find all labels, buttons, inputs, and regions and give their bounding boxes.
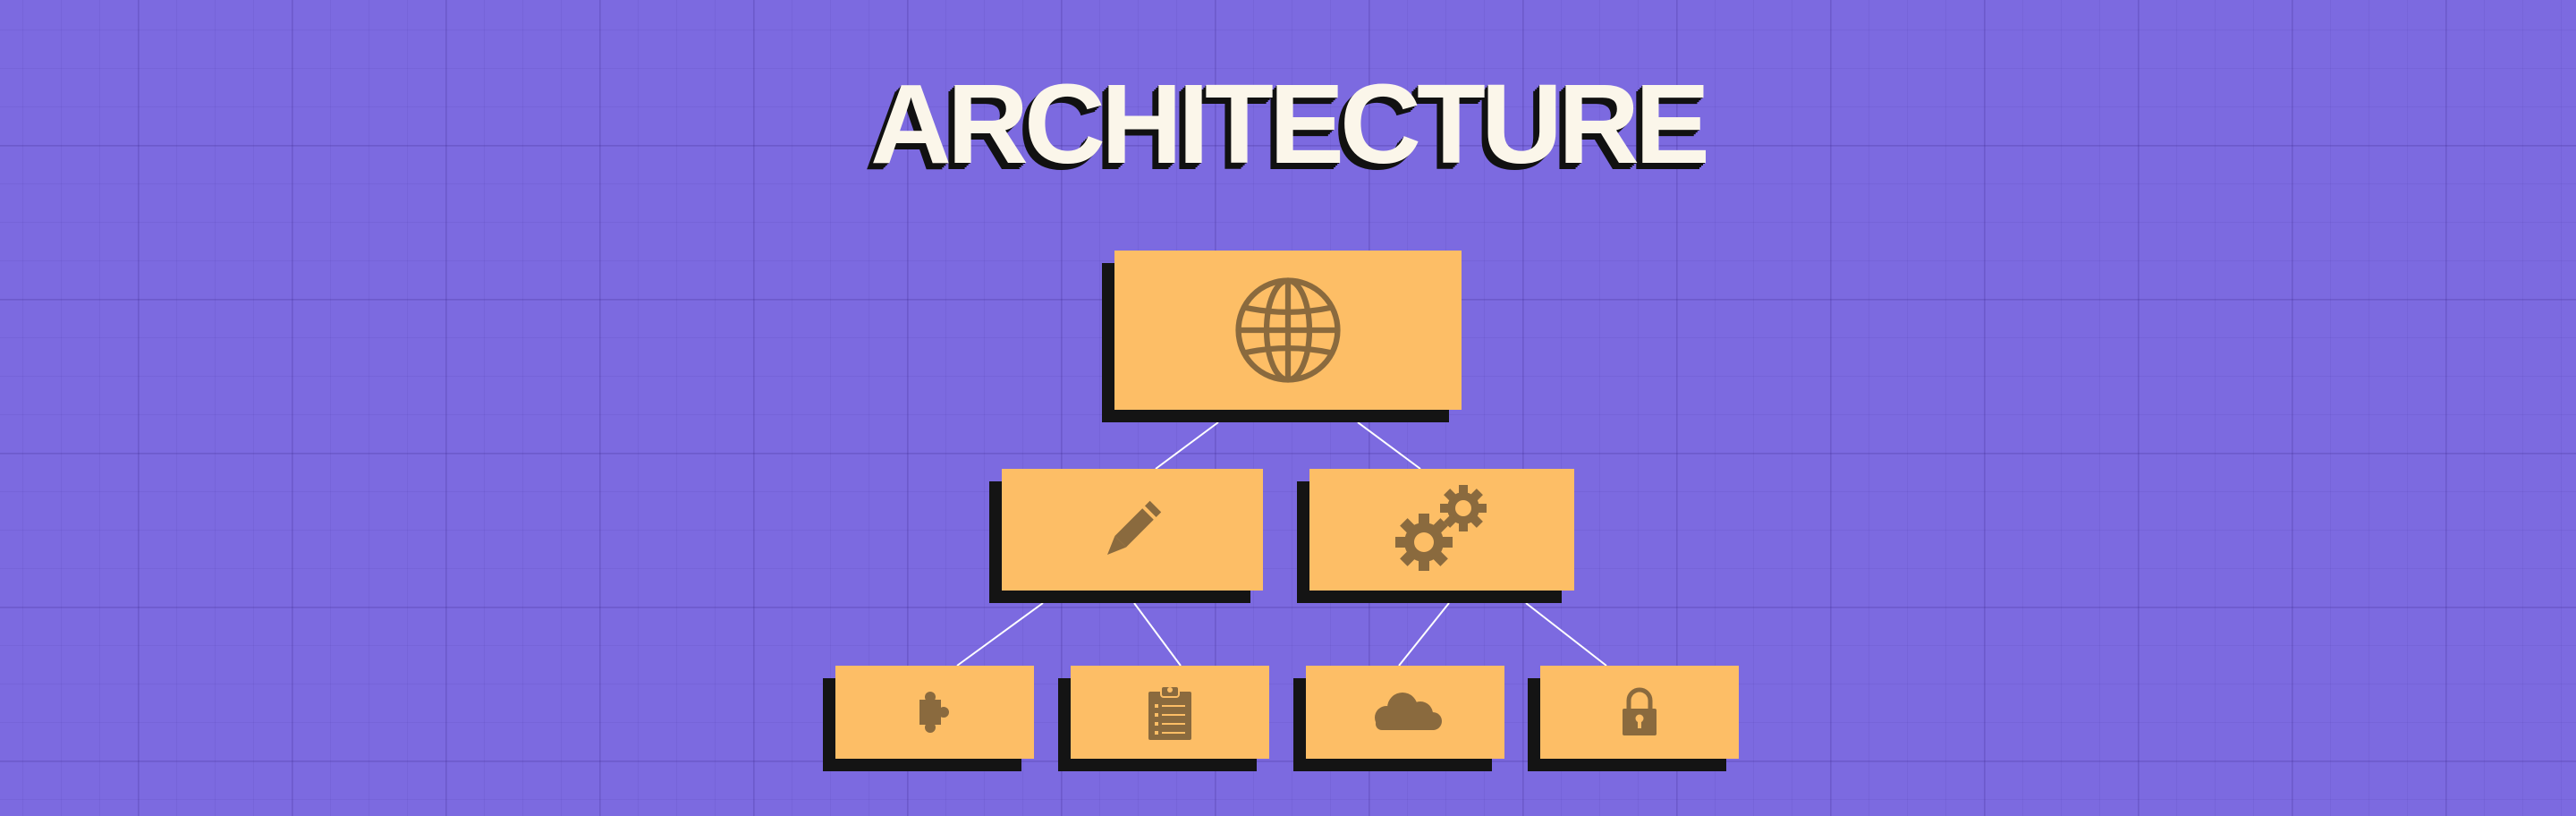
gears-icon <box>1395 485 1487 571</box>
puzzle-icon <box>919 692 949 733</box>
connector-gears-to-lock <box>1525 602 1607 667</box>
node-lock <box>1528 666 1739 771</box>
node-globe <box>1102 251 1462 422</box>
node-clipboard <box>1058 666 1269 771</box>
node-face <box>1309 469 1574 591</box>
node-face <box>835 666 1034 759</box>
node-face <box>1071 666 1269 759</box>
connector-pencil-to-puzzle <box>956 602 1044 667</box>
globe-icon <box>1235 277 1341 383</box>
connector-globe-to-pencil <box>1155 421 1219 470</box>
node-pencil <box>989 469 1263 603</box>
node-puzzle <box>823 666 1034 771</box>
node-face <box>1540 666 1739 759</box>
cloud-icon <box>1375 693 1442 730</box>
connector-gears-to-cloud <box>1398 602 1450 667</box>
pencil-icon <box>1107 500 1162 555</box>
node-face <box>1114 251 1462 410</box>
lock-icon <box>1623 687 1657 735</box>
connector-pencil-to-clipboard <box>1133 602 1182 667</box>
node-face <box>1002 469 1263 591</box>
connector-globe-to-gears <box>1357 421 1421 470</box>
node-gears <box>1297 469 1574 603</box>
clipboard-icon <box>1148 685 1191 740</box>
node-face <box>1306 666 1504 759</box>
page-title: ARCHITECTURE <box>870 61 1710 187</box>
node-cloud <box>1293 666 1504 771</box>
